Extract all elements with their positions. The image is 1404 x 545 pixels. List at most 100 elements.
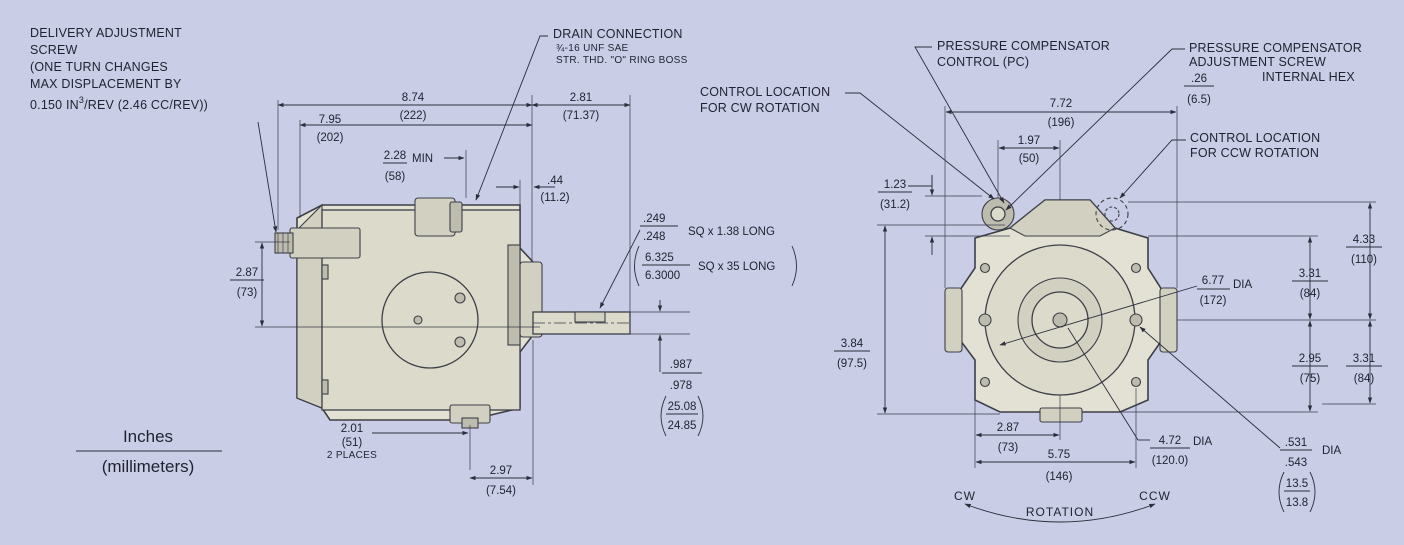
dim-2-28-mm: (58) [385, 171, 406, 183]
pc-screw-label-line-1: PRESSURE COMPENSATOR [1189, 41, 1362, 55]
dim-1-97-mm: (50) [1019, 153, 1040, 165]
drain-connection-callout: DRAIN CONNECTION ¾-16 UNF SAE STR. THD. … [475, 27, 688, 201]
key-bot-a: 6.325 [645, 252, 674, 264]
dim-5-75-mm: (146) [1046, 471, 1073, 483]
key-bot-b: 6.3000 [645, 270, 680, 282]
dim-7-72-in: 7.72 [1050, 98, 1072, 110]
dim-2-95: 2.95 (75) [1120, 320, 1328, 413]
shaft-dia-in-a: .987 [670, 359, 692, 371]
dim-2-87-side: 2.87 (73) [230, 241, 540, 328]
dim-2-01-mm: (51) [342, 437, 363, 449]
dim-3-84: 3.84 (97.5) [834, 224, 1005, 415]
ccw-control-callout: CONTROL LOCATION FOR CCW ROTATION [1119, 131, 1320, 199]
delivery-screw-label-line-5: 0.150 IN3/REV (2.46 CC/REV)) [30, 95, 208, 112]
dim-2-97: 2.97 (7.54) [469, 340, 534, 497]
dim-3-31a-in: 3.31 [1299, 268, 1321, 280]
dim-4-72-tag: DIA [1193, 436, 1213, 448]
rotation-ccw: CCW [1139, 489, 1171, 503]
dim-2-97-in: 2.97 [490, 465, 512, 477]
dim-4-33-in: 4.33 [1353, 234, 1375, 246]
dim-1-23: 1.23 (31.2) [878, 175, 1010, 255]
dim-7-72: 7.72 (196) [944, 98, 1178, 288]
dim-5-75: 5.75 (146) [975, 388, 1137, 483]
dim-2-01-in: 2.01 [341, 423, 363, 435]
internal-hex-label: INTERNAL HEX [1262, 70, 1355, 84]
dim-3-31b-in: 3.31 [1353, 353, 1375, 365]
dim-6-77-dia: 6.77 DIA (172) [999, 275, 1253, 346]
dim-2-95-mm: (75) [1300, 373, 1321, 385]
dim-6-77-tag: DIA [1233, 279, 1253, 291]
pc-screw-callout: PRESSURE COMPENSATOR ADJUSTMENT SCREW IN… [1005, 41, 1362, 211]
pc-label-line-2: CONTROL (PC) [937, 55, 1029, 69]
delivery-screw-label-line-2: SCREW [30, 43, 78, 57]
rotation-cw: CW [954, 489, 976, 503]
shaft-diameter: .987 .978 25.08 24.85 [595, 300, 704, 437]
dim-044: .44 (11.2) [496, 175, 570, 208]
cw-control-label-line-1: CONTROL LOCATION [700, 85, 830, 99]
dim-3-31-upper: 3.31 (84) [1148, 235, 1328, 320]
shaft-dia-in-b: .978 [670, 380, 692, 392]
drain-connection-label: DRAIN CONNECTION [553, 27, 683, 41]
dim-3-84-in: 3.84 [841, 338, 864, 350]
dim-6-77-mm: (172) [1200, 295, 1227, 307]
dim-2-87-front-mm: (73) [998, 442, 1019, 454]
key-bot-note: SQ x 35 LONG [698, 261, 775, 273]
dim-2-87-side-mm: (73) [237, 287, 258, 299]
dim-6-77-in: 6.77 [1202, 275, 1224, 287]
dim-4-33: 4.33 (110) [1128, 201, 1382, 321]
delivery-screw-label-line-4: MAX DISPLACEMENT BY [30, 77, 182, 91]
delivery-screw-label-line-1: DELIVERY ADJUSTMENT [30, 26, 182, 40]
dim-3-31a-mm: (84) [1300, 288, 1321, 300]
dim-4-72-in: 4.72 [1159, 435, 1181, 447]
pc-screw-label-line-2: ADJUSTMENT SCREW [1189, 55, 1326, 69]
hole-dia-in-a: .531 [1285, 437, 1307, 449]
dim-4-33-mm: (110) [1351, 254, 1377, 266]
pc-callout: PRESSURE COMPENSATOR CONTROL (PC) [914, 39, 1110, 204]
dim-1-97-in: 1.97 [1018, 135, 1040, 147]
dim-7-95-mm: (202) [317, 132, 344, 144]
dim-2-95-in: 2.95 [1299, 353, 1321, 365]
pc-label-line-1: PRESSURE COMPENSATOR [937, 39, 1110, 53]
units-legend: Inches (millimeters) [76, 427, 222, 476]
delivery-screw-label-line-3: (ONE TURN CHANGES [30, 60, 168, 74]
dim-2-87-front-in: 2.87 [997, 422, 1019, 434]
dim-2-87-front: 2.87 (73) [974, 395, 1061, 468]
hole-diameter: .531 DIA .543 13.5 13.8 [1139, 326, 1342, 513]
dim-5-75-in: 5.75 [1048, 449, 1070, 461]
dim-026-mm: (6.5) [1187, 94, 1211, 106]
dim-2-81: 2.81 (71.37) [531, 92, 631, 312]
dim-2-01: 2.01 (51) 2 PLACES [327, 423, 471, 470]
dim-2-97-mm: (7.54) [486, 485, 516, 497]
cw-control-label-line-2: FOR CW ROTATION [700, 101, 820, 115]
front-view: CONTROL LOCATION FOR CW ROTATION PRESSUR… [700, 39, 1382, 523]
side-view: DELIVERY ADJUSTMENT SCREW (ONE TURN CHAN… [30, 26, 797, 497]
key-top-note: SQ x 1.38 LONG [688, 226, 775, 238]
shaft-dia-mm-a: 25.08 [668, 401, 697, 413]
drain-spec-line-2: STR. THD. "O" RING BOSS [556, 55, 688, 66]
hole-dia-mm-a: 13.5 [1286, 478, 1308, 490]
hole-dia-tag: DIA [1322, 445, 1342, 457]
dim-2-01-note: 2 PLACES [327, 450, 377, 461]
dim-2-28-in: 2.28 [384, 150, 406, 162]
dim-2-28-min: 2.28 MIN (58) [383, 150, 467, 198]
dim-7-95: 7.95 (202) [299, 114, 533, 218]
dim-1-97: 1.97 (50) [997, 135, 1061, 200]
hole-dia-in-b: .543 [1285, 457, 1307, 469]
key-top-b: .248 [643, 231, 665, 243]
drain-spec-line-1: ¾-16 UNF SAE [556, 43, 629, 54]
dim-8-74-mm: (222) [400, 110, 427, 122]
dim-3-84-mm: (97.5) [837, 358, 867, 370]
dim-044-mm: (11.2) [540, 192, 569, 204]
ccw-control-label-line-2: FOR CCW ROTATION [1190, 146, 1319, 160]
dim-3-31-lower: 3.31 (84) [1322, 320, 1382, 405]
delivery-screw-callout: DELIVERY ADJUSTMENT SCREW (ONE TURN CHAN… [30, 26, 278, 233]
units-millimeters: (millimeters) [102, 457, 195, 476]
dim-8-74: 8.74 (222) [277, 92, 533, 230]
dim-026-in: .26 [1191, 73, 1207, 85]
dim-2-81-mm: (71.37) [563, 110, 600, 122]
rotation-label: ROTATION [1026, 505, 1094, 519]
dim-7-72-mm: (196) [1048, 117, 1075, 129]
key-top-a: .249 [643, 213, 665, 225]
